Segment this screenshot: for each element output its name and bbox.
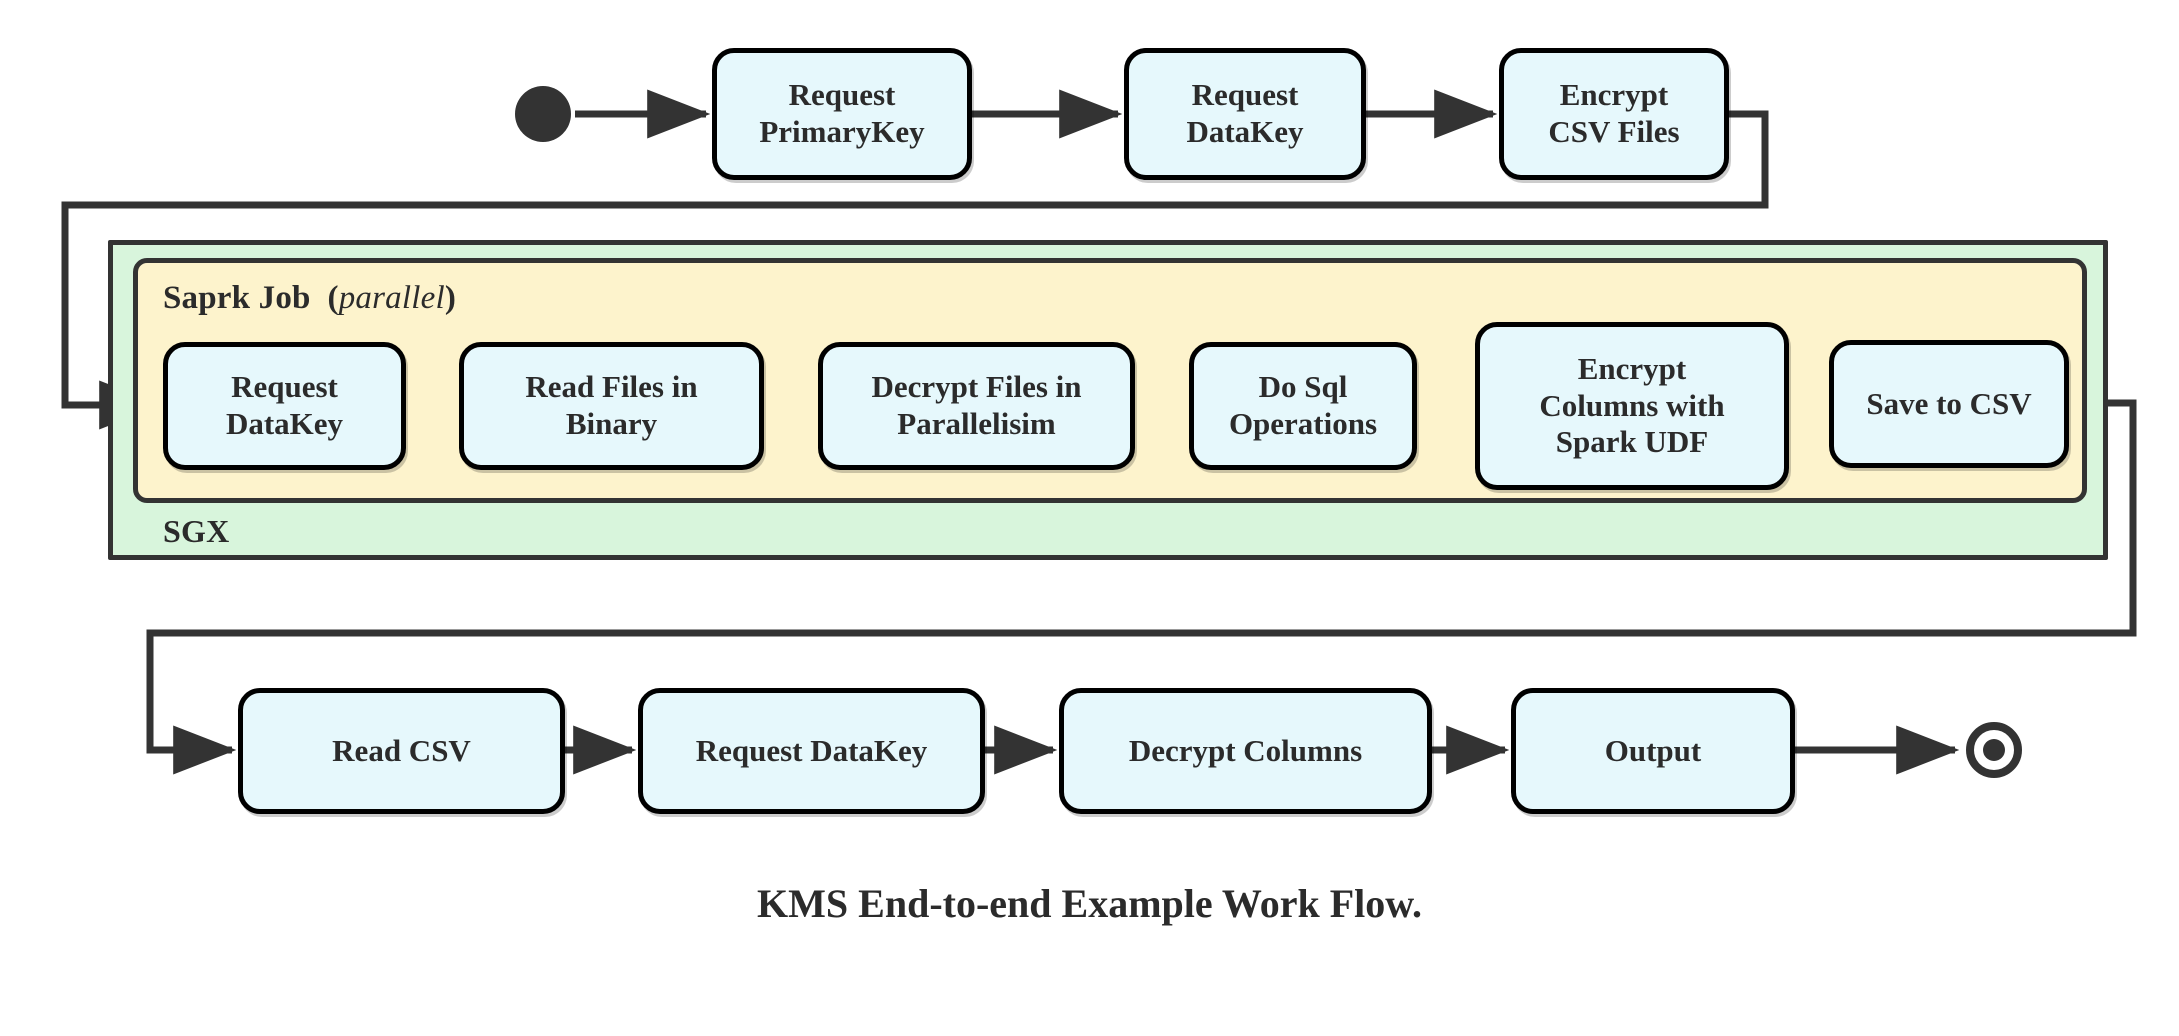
node-line: Read CSV (332, 732, 471, 768)
node-line: Save to CSV (1866, 385, 2032, 421)
node-read-csv[interactable]: Read CSV (238, 688, 565, 814)
node-line: Encrypt (1577, 351, 1687, 387)
node-line: Columns with (1539, 387, 1725, 423)
spark-job-paren-open: ( (327, 280, 339, 316)
node-line: Parallelisim (897, 406, 1056, 441)
node-line: CSV Files (1548, 114, 1680, 149)
node-line: DataKey (1186, 114, 1304, 149)
node-output[interactable]: Output (1511, 688, 1795, 814)
node-line: DataKey (225, 406, 344, 441)
node-line: Request DataKey (695, 732, 928, 768)
node-request-datakey-bottom[interactable]: Request DataKey (638, 688, 985, 814)
node-line: Output (1604, 732, 1702, 768)
node-save-to-csv[interactable]: Save to CSV (1829, 340, 2069, 468)
node-line: Spark UDF (1555, 424, 1709, 460)
node-line: Decrypt Columns (1128, 732, 1363, 768)
node-line: Do Sql (1258, 369, 1348, 405)
node-line: Encrypt (1559, 77, 1669, 113)
node-decrypt-columns[interactable]: Decrypt Columns (1059, 688, 1432, 814)
node-line: PrimaryKey (759, 114, 925, 149)
diagram-caption: KMS End-to-end Example Work Flow. (757, 881, 1422, 926)
node-line: Request (231, 369, 338, 405)
spark-job-modifier: parallel (338, 280, 445, 316)
start-node-icon (515, 86, 571, 142)
node-line: Request (788, 77, 896, 113)
spark-job-title: Saprk Job (163, 280, 311, 316)
spark-job-label: Saprk Job (parallel) (163, 280, 456, 317)
edge-savecsv-to-readcsv (146, 399, 2137, 775)
node-line: Request (1191, 77, 1299, 113)
node-line: Binary (565, 406, 658, 441)
spark-job-paren-close: ) (444, 280, 457, 316)
node-line: Operations (1228, 406, 1378, 441)
sgx-label: SGX (163, 513, 230, 549)
node-line: Read Files in (525, 369, 698, 405)
edge-encryptcsv-to-spark-datakey (61, 110, 1769, 430)
node-line: Decrypt Files in (871, 369, 1082, 405)
end-node-icon (1966, 722, 2022, 778)
